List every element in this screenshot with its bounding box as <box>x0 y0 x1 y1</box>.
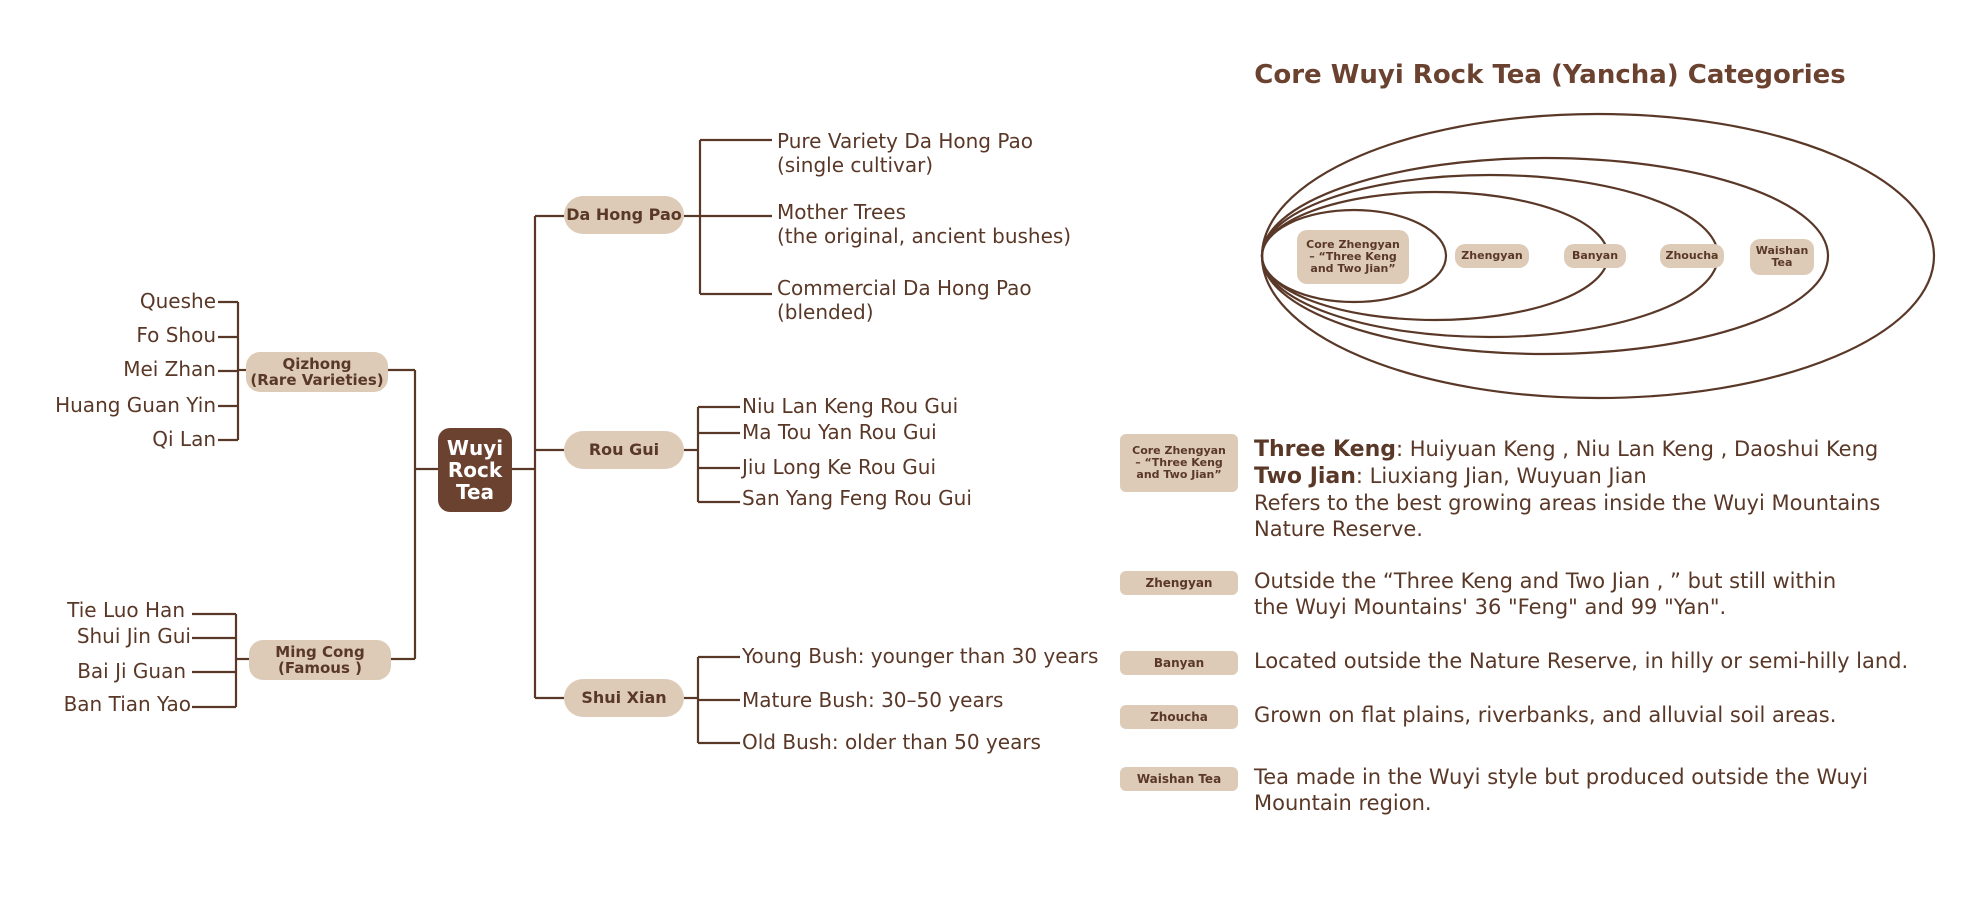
legend-text-banyan: Located outside the Nature Reserve, in h… <box>1254 649 1909 673</box>
branch-shui-xian: Shui Xian <box>564 679 684 717</box>
ming-cong-child: Shui Jin Gui <box>76 624 191 648</box>
da-hong-pao-commercial: Commercial Da Hong Pao (blended) <box>777 276 1032 324</box>
branch-qizhong: Qizhong (Rare Varieties) <box>246 352 388 392</box>
ellipse-label-banyan: Banyan <box>1564 244 1626 268</box>
legend-text-zhoucha: Grown on flat plains, riverbanks, and al… <box>1254 703 1837 727</box>
da-hong-pao-pure-variety: Pure Variety Da Hong Pao (single cultiva… <box>777 129 1034 177</box>
legend-tag-core-zhengyan: Core Zhengyan – “Three Keng and Two Jian… <box>1120 434 1238 492</box>
ming-cong-child: Bai Ji Guan <box>77 659 186 683</box>
ellipse-label-core-zhengyan: Core Zhengyan – “Three Keng and Two Jian… <box>1297 230 1409 284</box>
branch-da-hong-pao: Da Hong Pao <box>564 196 684 234</box>
categories-title: Core Wuyi Rock Tea (Yancha) Categories <box>1254 60 1846 90</box>
qizhong-child: Huang Guan Yin <box>55 393 216 417</box>
legend-tag-zhoucha: Zhoucha <box>1120 705 1238 729</box>
shui-xian-child: Young Bush: younger than 30 years <box>742 644 1099 668</box>
root-node-wuyi-rock-tea: Wuyi Rock Tea <box>438 428 512 512</box>
shui-xian-child: Mature Bush: 30–50 years <box>742 688 1004 712</box>
legend-bold-two-jian: Two Jian <box>1254 464 1356 489</box>
branch-ming-cong: Ming Cong (Famous ) <box>249 640 391 680</box>
da-hong-pao-mother-trees: Mother Trees (the original, ancient bush… <box>777 200 1072 248</box>
legend-text-waishan-tea: Tea made in the Wuyi style but produced … <box>1254 765 1869 815</box>
legend-tag-waishan-tea: Waishan Tea <box>1120 767 1238 791</box>
legend-text-core-zhengyan: Three Keng: Huiyuan Keng , Niu Lan Keng … <box>1254 436 1954 542</box>
rou-gui-child: Jiu Long Ke Rou Gui <box>742 455 937 479</box>
branch-rou-gui: Rou Gui <box>564 431 684 469</box>
qizhong-child: Mei Zhan <box>123 357 216 381</box>
qizhong-child: Fo Shou <box>136 323 216 347</box>
legend-tag-zhengyan: Zhengyan <box>1120 571 1238 595</box>
qizhong-child: Qi Lan <box>152 427 216 451</box>
rou-gui-child: Niu Lan Keng Rou Gui <box>742 394 959 418</box>
ming-cong-child: Tie Luo Han <box>67 598 185 622</box>
qizhong-child: Queshe <box>139 289 216 313</box>
legend-tag-banyan: Banyan <box>1120 651 1238 675</box>
legend-text-three-keng: : Huiyuan Keng , Niu Lan Keng , Daoshui … <box>1396 437 1879 461</box>
rou-gui-child: Ma Tou Yan Rou Gui <box>742 420 937 444</box>
rou-gui-child: San Yang Feng Rou Gui <box>742 486 972 510</box>
legend-text-two-jian: : Liuxiang Jian, Wuyuan Jian <box>1355 464 1647 488</box>
legend-text-refers: Refers to the best growing areas inside … <box>1254 491 1881 541</box>
ellipse-label-waishan-tea: Waishan Tea <box>1750 239 1814 275</box>
legend-text-zhengyan: Outside the “Three Keng and Two Jian , ”… <box>1254 569 1837 619</box>
ellipse-label-zhengyan: Zhengyan <box>1455 244 1529 268</box>
shui-xian-child: Old Bush: older than 50 years <box>742 730 1041 754</box>
ellipse-label-zhoucha: Zhoucha <box>1660 244 1724 268</box>
legend-bold-three-keng: Three Keng <box>1254 437 1397 462</box>
ming-cong-child: Ban Tian Yao <box>63 692 191 716</box>
